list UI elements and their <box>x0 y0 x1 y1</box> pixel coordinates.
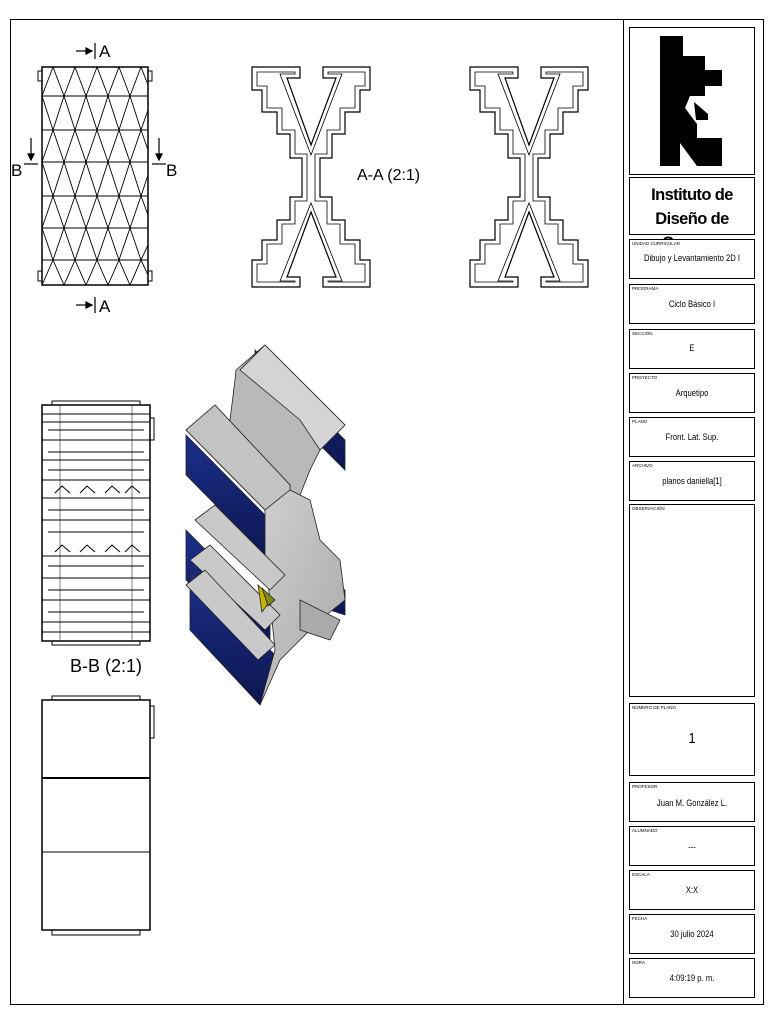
isometric-3d-view <box>185 344 346 706</box>
field-plano: PLANO Front. Lat. Sup. <box>629 417 755 457</box>
top-view <box>41 695 155 936</box>
field-fecha: FECHA 30 julio 2024 <box>629 914 755 954</box>
section-aa-x-profile <box>251 66 371 288</box>
field-hora: HORA 4:09:19 p. m. <box>629 958 755 998</box>
section-mark-b-right-label: B <box>166 161 177 180</box>
field-escala: ESCALA X:X <box>629 870 755 910</box>
section-mark-b-left-label: B <box>11 161 22 180</box>
section-bb-label: B-B (2:1) <box>70 656 142 676</box>
field-seccion: SECCIÓN E <box>629 329 755 369</box>
field-profesor: PROFESOR Juan M. González L. <box>629 782 755 822</box>
front-view-triangular-grid <box>37 65 153 287</box>
title-block: Instituto de Diseño de Caracas UNIDAD CU… <box>623 19 764 1005</box>
field-numero-de-plano: NÚMERO DE PLANO 1 <box>629 703 755 776</box>
section-mark-a-bottom-label: A <box>99 297 111 316</box>
section-bb-view <box>41 400 155 646</box>
institute-cell: Instituto de Diseño de Caracas <box>629 177 755 252</box>
side-view-x-profile <box>469 66 589 288</box>
field-alumnado: ALUMNADO --- <box>629 826 755 866</box>
field-observacion: OBSERVACIÓN <box>629 504 755 697</box>
field-proyecto: PROYECTO Arquetipo <box>629 373 755 413</box>
section-mark-b-left <box>24 138 38 165</box>
section-mark-a-bottom <box>76 297 96 313</box>
section-mark-b-right <box>152 138 166 165</box>
field-unidad-curricular: UNIDAD CURRICULAR Dibujo y Levantamiento… <box>629 239 755 279</box>
drawing-area: A A B B A-A (2:1) <box>11 42 589 936</box>
institute-logo <box>660 36 722 166</box>
section-mark-a-top-label: A <box>99 42 111 61</box>
section-aa-label: A-A (2:1) <box>357 167 420 184</box>
section-mark-a-top <box>76 43 96 59</box>
field-archivo: ARCHIVO planos daniella[1] <box>629 461 755 501</box>
sheet-border <box>10 19 764 1005</box>
field-programa: PROGRAMA Ciclo Básico I <box>629 284 755 324</box>
logo-cell <box>629 27 755 175</box>
